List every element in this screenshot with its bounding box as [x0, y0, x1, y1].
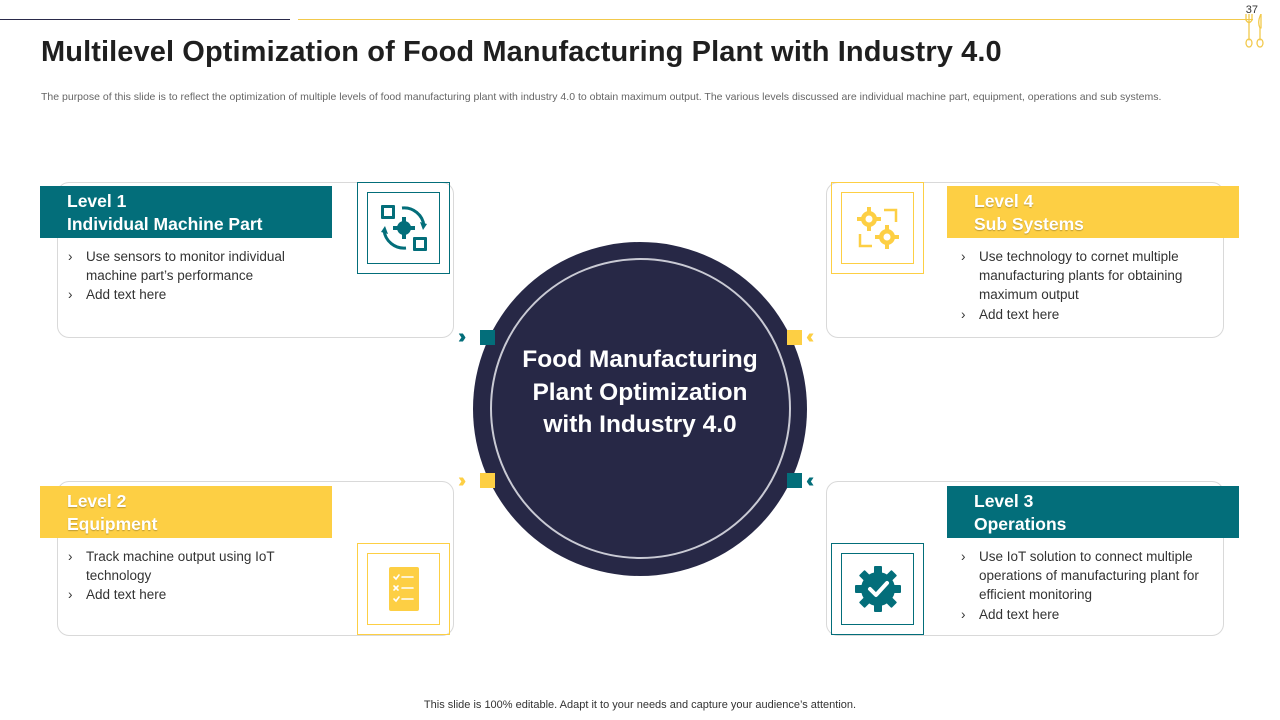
level-2-points: Track machine output using IoT technolog…: [66, 547, 321, 605]
level-1-name: Individual Machine Part: [67, 213, 263, 234]
cutlery-icon: [1245, 14, 1264, 48]
top-divider-gold: [298, 19, 1253, 20]
checklist-icon: [388, 567, 419, 611]
list-item: Add text here: [959, 605, 1224, 624]
gear-check-icon: [854, 566, 901, 612]
level-4-marker: [787, 330, 802, 345]
chevron-right-icon: ››: [458, 470, 467, 492]
gears-cycle-icon: [856, 207, 899, 249]
level-4-name: Sub Systems: [974, 213, 1084, 234]
level-3-marker: [787, 473, 802, 488]
level-2-label: Level 2: [67, 491, 127, 511]
level-3-label: Level 3: [974, 491, 1034, 511]
slide-title: Multilevel Optimization of Food Manufact…: [41, 36, 1002, 68]
level-3-header: Level 3 Operations: [947, 486, 1239, 538]
level-3-icon-box: [831, 543, 924, 635]
level-4-label: Level 4: [974, 191, 1034, 211]
top-divider-dark: [0, 19, 290, 20]
level-1-marker: [480, 330, 495, 345]
level-1-points: Use sensors to monitor individual machin…: [66, 247, 336, 305]
chevron-right-icon: ››: [458, 326, 467, 348]
list-item: Use IoT solution to connect multiple ope…: [959, 547, 1224, 605]
page-number: 37: [1245, 4, 1258, 16]
level-2-name: Equipment: [67, 513, 158, 534]
level-4-icon-box: [831, 182, 924, 274]
slide-subtitle: The purpose of this slide is to reflect …: [41, 91, 1162, 103]
level-2-marker: [480, 473, 495, 488]
list-item: Use technology to cornet multiple manufa…: [959, 247, 1224, 305]
level-2-header: Level 2 Equipment: [40, 486, 332, 538]
chevron-left-icon: ‹‹: [806, 470, 815, 492]
list-item: Add text here: [959, 305, 1224, 324]
list-item: Track machine output using IoT technolog…: [66, 547, 321, 585]
list-item: Use sensors to monitor individual machin…: [66, 247, 336, 285]
gear-circuit-icon: [380, 205, 427, 251]
level-4-points: Use technology to cornet multiple manufa…: [959, 247, 1224, 324]
chevron-left-icon: ‹‹: [806, 326, 815, 348]
center-title: Food Manufacturing Plant Optimization wi…: [522, 346, 758, 438]
level-3-points: Use IoT solution to connect multiple ope…: [959, 547, 1224, 624]
level-2-icon-box: [357, 543, 450, 635]
level-1-icon-box: [357, 182, 450, 274]
footer-note: This slide is 100% editable. Adapt it to…: [423, 699, 857, 711]
level-4-header: Level 4 Sub Systems: [947, 186, 1239, 238]
level-3-name: Operations: [974, 513, 1067, 534]
level-1-header: Level 1 Individual Machine Part: [40, 186, 332, 238]
list-item: Add text here: [66, 285, 336, 304]
level-1-label: Level 1: [67, 191, 127, 211]
center-circle-ring: [490, 258, 791, 559]
list-item: Add text here: [66, 585, 321, 604]
